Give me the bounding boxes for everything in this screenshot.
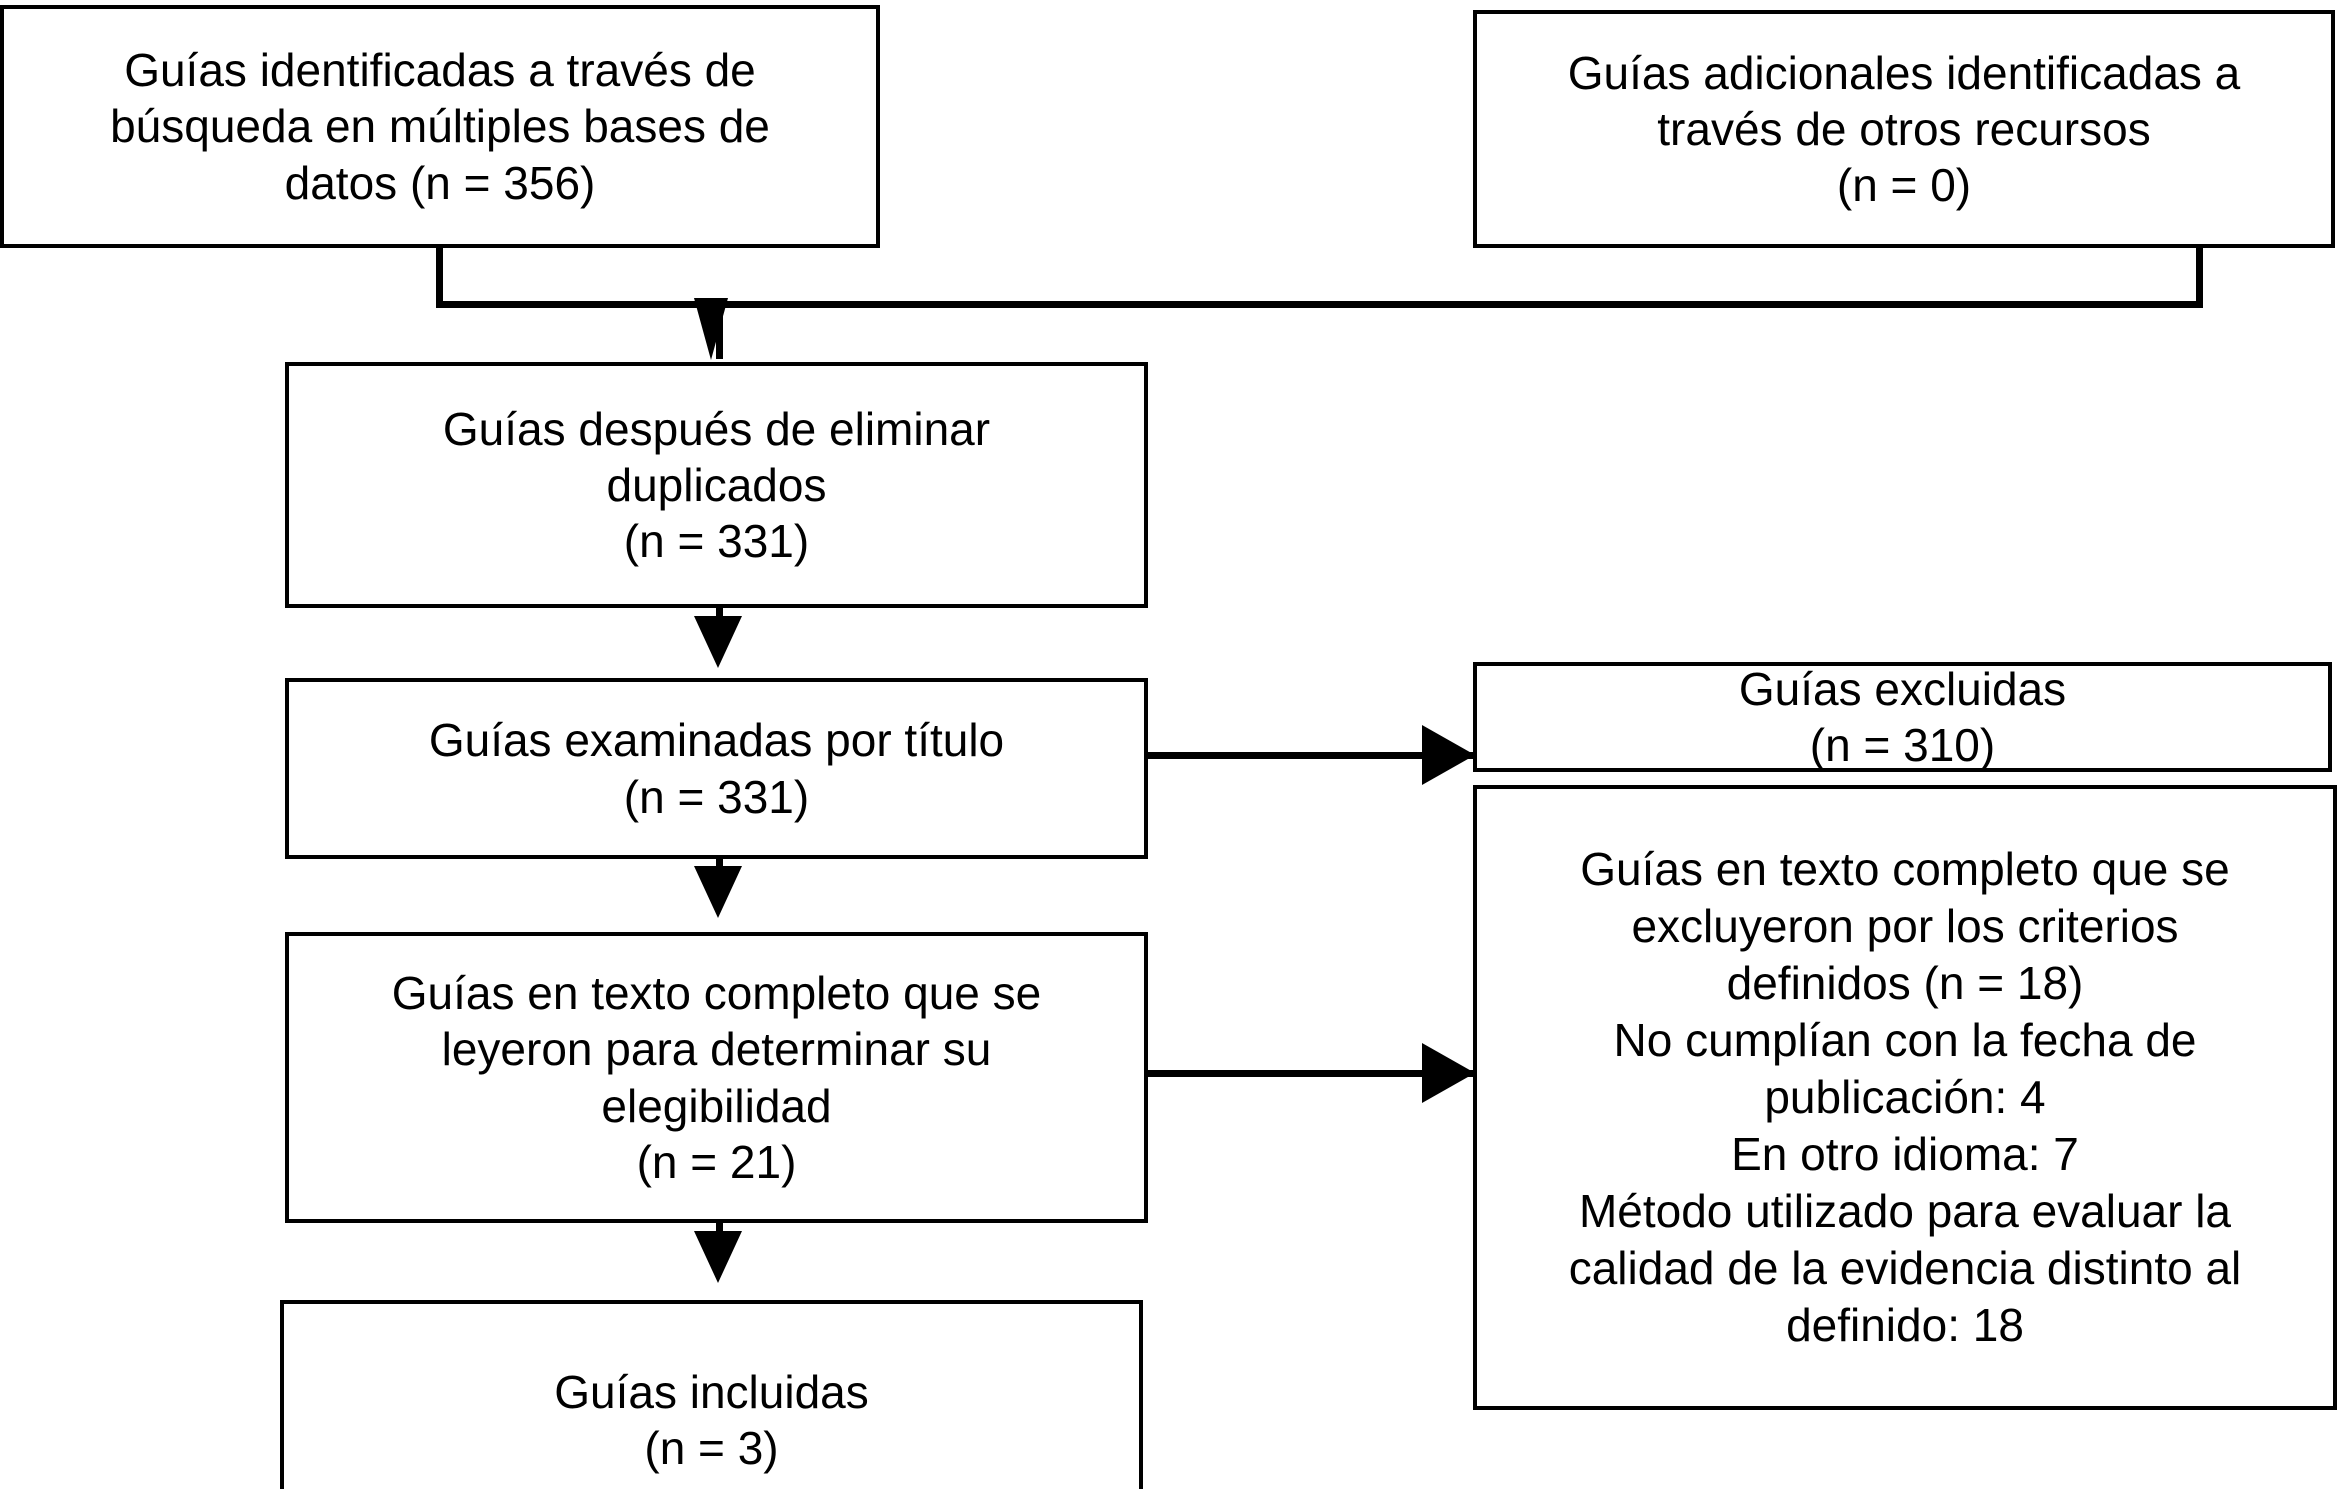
- connector-adicionales-drop: [2196, 248, 2203, 308]
- arrow-down-icon-to-duplicados: [694, 298, 728, 360]
- node-guias-despues-duplicados-label: Guías después de eliminar duplicados (n …: [442, 402, 991, 568]
- node-guias-examinadas-titulo: Guías examinadas por título (n = 331): [285, 678, 1148, 859]
- arrow-down-icon-to-examinadas: [694, 616, 742, 668]
- connector-merge-bar: [436, 301, 2203, 308]
- node-guias-texto-completo: Guías en texto completo que se leyeron p…: [285, 932, 1148, 1223]
- node-guias-despues-duplicados: Guías después de eliminar duplicados (n …: [285, 362, 1148, 608]
- node-guias-incluidas-label: Guías incluidas (n = 3): [554, 1365, 869, 1474]
- node-guias-identificadas: Guías identificadas a través de búsqueda…: [0, 5, 880, 248]
- arrow-right-icon-to-excluidas: [1422, 725, 1475, 785]
- node-guias-excluidas-criterios-label: Guías en texto completo que se excluyero…: [1568, 842, 2242, 1352]
- node-guias-examinadas-titulo-label: Guías examinadas por título (n = 331): [428, 714, 1005, 823]
- arrow-right-icon-to-criterios: [1422, 1043, 1475, 1103]
- node-guias-texto-completo-label: Guías en texto completo que se leyeron p…: [391, 967, 1042, 1188]
- node-guias-incluidas: Guías incluidas (n = 3): [280, 1300, 1143, 1489]
- node-guias-adicionales-label: Guías adicionales identificadas a través…: [1567, 46, 2241, 212]
- connector-identificadas-drop: [436, 248, 443, 308]
- node-guias-identificadas-label: Guías identificadas a través de búsqueda…: [110, 44, 770, 209]
- node-guias-excluidas: Guías excluidas (n = 310): [1473, 662, 2332, 772]
- node-guias-adicionales: Guías adicionales identificadas a través…: [1473, 10, 2335, 248]
- node-guias-excluidas-criterios: Guías en texto completo que se excluyero…: [1473, 785, 2337, 1410]
- arrow-down-icon-to-texto-completo: [694, 866, 742, 918]
- connector-texto-completo-to-criterios: [1146, 1070, 1476, 1077]
- connector-examinadas-to-excluidas: [1146, 752, 1476, 759]
- arrow-down-icon-to-incluidas: [694, 1231, 742, 1283]
- node-guias-excluidas-label: Guías excluidas (n = 310): [1738, 662, 2067, 771]
